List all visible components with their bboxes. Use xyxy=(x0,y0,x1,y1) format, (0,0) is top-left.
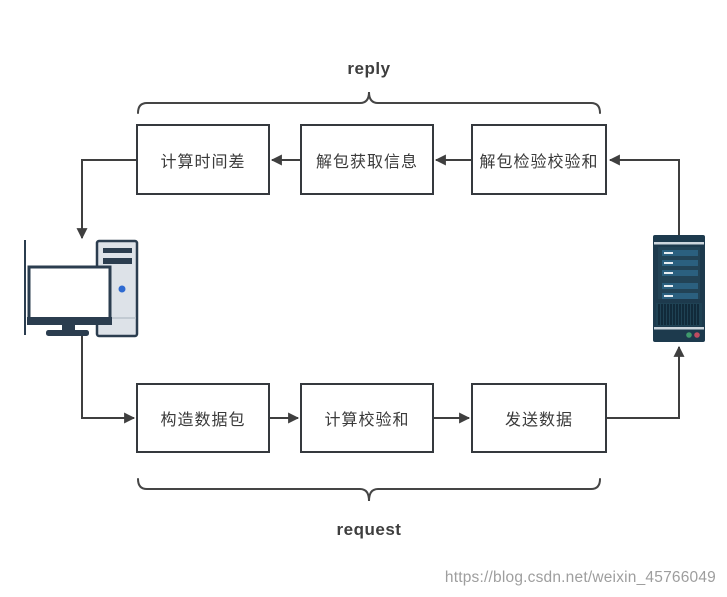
step-calculate-time-difference: 计算时间差 xyxy=(136,124,270,195)
monitor-bezel xyxy=(27,317,112,325)
step-unpack-get-info: 解包获取信息 xyxy=(300,124,434,195)
step-send-data: 发送数据 xyxy=(471,383,607,453)
server-tower-icon xyxy=(653,235,705,342)
step-build-packet: 构造数据包 xyxy=(136,383,270,453)
request-brace xyxy=(137,478,601,502)
monitor-screen xyxy=(27,265,112,321)
server-drive-bays xyxy=(662,250,698,299)
arrow-senddata-to-server xyxy=(607,345,685,419)
request-label: request xyxy=(336,520,402,539)
monitor-stand-neck xyxy=(62,325,75,331)
reply-label: reply xyxy=(347,59,391,78)
arrow-calctime-to-client xyxy=(76,159,136,240)
step-calculate-checksum: 计算校验和 xyxy=(300,383,434,453)
desktop-computer-icon xyxy=(24,239,139,338)
server-vent xyxy=(656,303,702,326)
step-unpack-verify-checksum: 解包检验校验和 xyxy=(471,124,607,195)
server-led-green xyxy=(686,332,692,338)
power-button xyxy=(118,285,126,293)
arrow-client-to-buildpacket xyxy=(81,336,136,424)
watermark-url: https://blog.csdn.net/weixin_45766049 xyxy=(444,569,716,586)
reply-brace xyxy=(137,91,601,114)
tower-drive-slot xyxy=(103,258,132,264)
tower-drive-slot xyxy=(103,248,132,253)
monitor-stand-base xyxy=(46,330,89,336)
arrow-server-to-verifychecksum xyxy=(608,154,680,236)
server-led-red xyxy=(694,332,700,338)
